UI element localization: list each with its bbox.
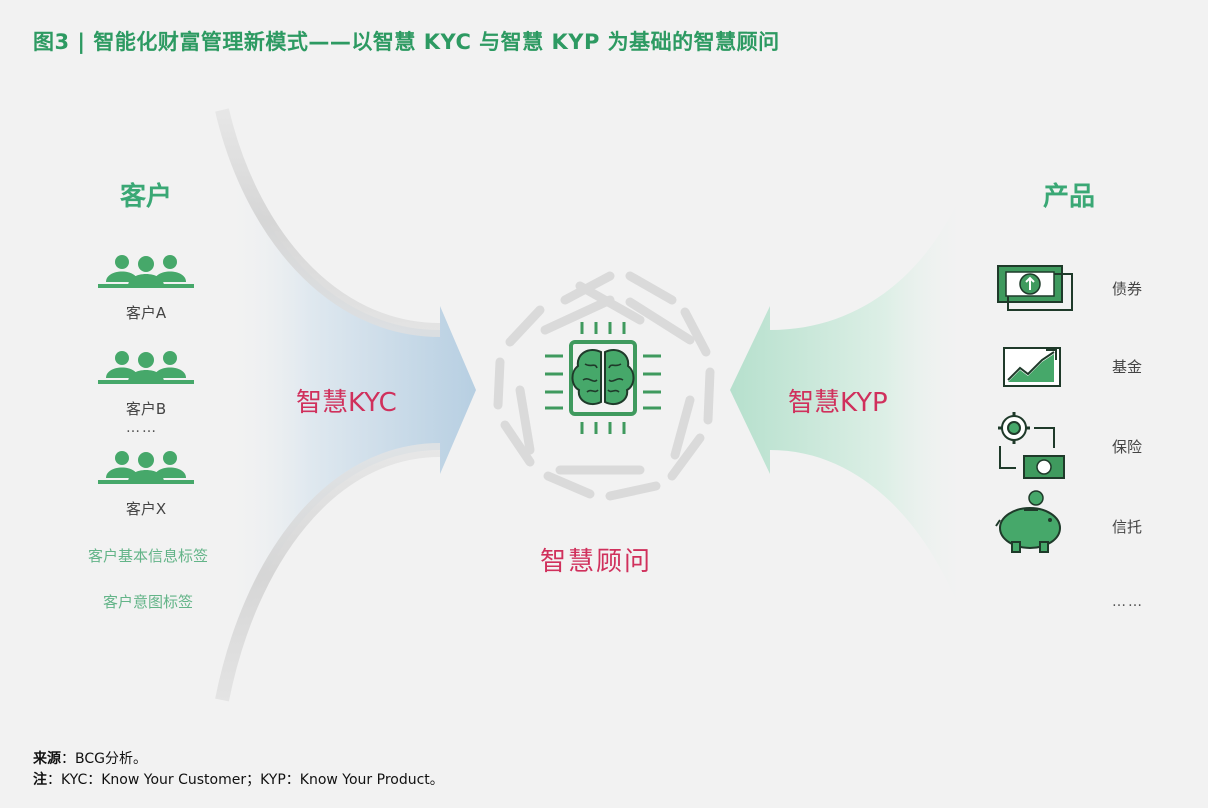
source-note: 来源：BCG分析。 <box>33 748 147 768</box>
kyc-label: 智慧KYC <box>296 388 397 418</box>
product-trust-label: 信托 <box>1112 518 1143 536</box>
customer-group-icon-b <box>98 351 194 384</box>
footnote: 注：KYC：Know Your Customer；KYP：Know Your P… <box>33 769 444 789</box>
note-text: ：KYC：Know Your Customer；KYP：Know Your Pr… <box>47 772 444 788</box>
growth-chart-icon <box>1003 347 1061 387</box>
customer-basic-info-tag: 客户基本信息标签 <box>87 547 208 565</box>
customer-a-label: 客户A <box>125 304 167 322</box>
kyp-label: 智慧KYP <box>788 388 888 418</box>
kyc-flow-shape <box>215 108 476 702</box>
product-ellipsis: …… <box>1112 594 1144 610</box>
customer-ellipsis: …… <box>126 420 158 436</box>
money-stack-icon <box>997 265 1073 311</box>
customers-heading: 客户 <box>120 182 173 212</box>
piggy-bank-icon <box>995 490 1061 553</box>
customer-b-label: 客户B <box>125 400 167 418</box>
product-bonds-label: 债券 <box>1112 280 1143 298</box>
gear-cash-cycle-icon <box>998 412 1065 479</box>
source-label: 来源 <box>33 751 61 767</box>
page-title: 图3 | 智能化财富管理新模式——以智慧 KYC 与智慧 KYP 为基础的智慧顾… <box>33 30 780 54</box>
customer-group-icon-a <box>98 255 194 288</box>
network-mesh <box>493 271 715 501</box>
source-text: ：BCG分析。 <box>61 751 147 767</box>
smart-advisor-label: 智慧顾问 <box>540 547 653 577</box>
note-label: 注 <box>33 772 47 788</box>
customer-group-icon-x <box>98 451 194 484</box>
product-insurance-label: 保险 <box>1112 438 1143 456</box>
customer-intent-tag: 客户意图标签 <box>102 593 193 611</box>
products-heading: 产品 <box>1043 182 1096 212</box>
product-funds-label: 基金 <box>1112 358 1143 376</box>
customer-x-label: 客户X <box>125 500 167 518</box>
ai-brain-chip-icon <box>545 322 661 434</box>
kyp-flow-shape <box>730 170 970 640</box>
